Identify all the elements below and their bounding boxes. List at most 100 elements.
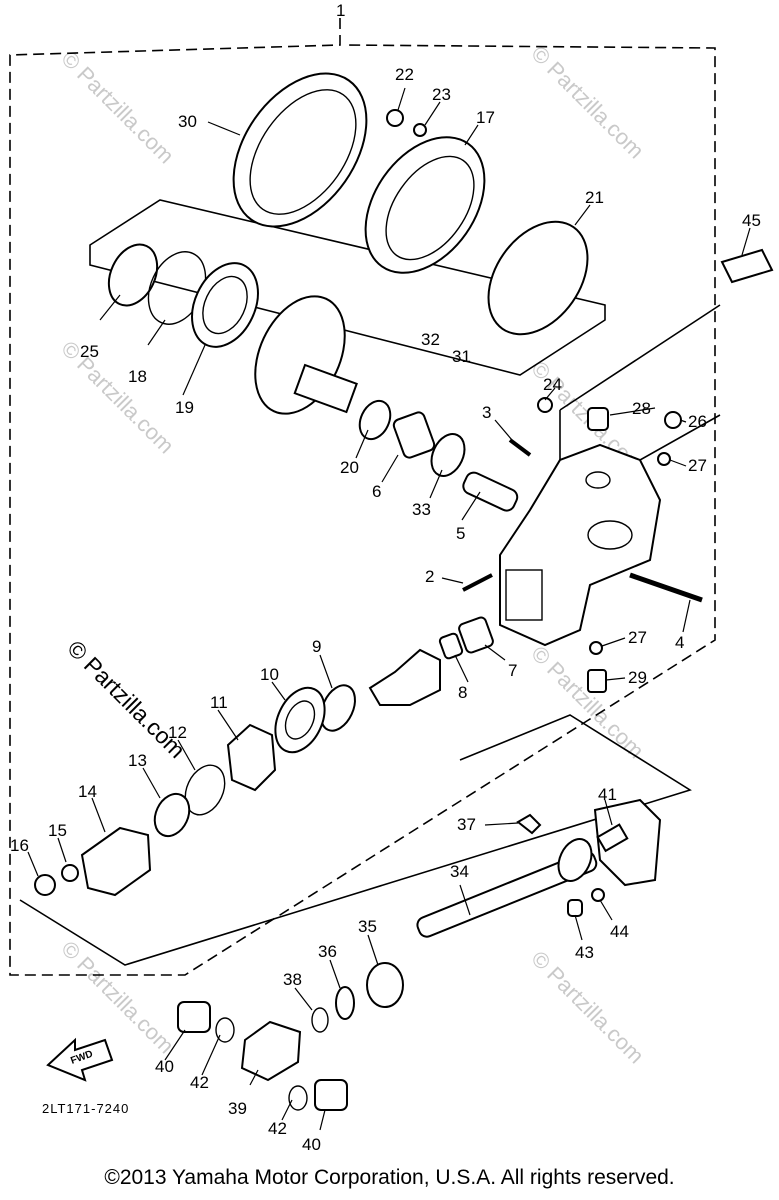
- part-7-bearing: [458, 616, 494, 654]
- shaft-spline: [557, 838, 593, 882]
- part-21-o-ring: [487, 220, 589, 336]
- part-28-cap: [587, 407, 609, 431]
- callout-44: 44: [610, 922, 629, 941]
- callout-37: 37: [457, 815, 476, 834]
- leader-lines: [27, 87, 751, 1131]
- callout-42b: 42: [268, 1119, 287, 1138]
- callout-43: 43: [575, 943, 594, 962]
- part-29-plug: [587, 669, 607, 693]
- callout-40a: 40: [155, 1057, 174, 1076]
- outer-dashed-frame: [9, 18, 716, 976]
- callout-2: 2: [425, 567, 434, 586]
- callout-31: 31: [452, 347, 471, 366]
- callout-21: 21: [585, 188, 604, 207]
- part-35-bearing: [366, 962, 404, 1008]
- part-42-clip-bottom: [288, 1085, 308, 1111]
- callout-36: 36: [318, 942, 337, 961]
- part-42-clip-top: [215, 1017, 235, 1043]
- callout-27a: 27: [688, 456, 707, 475]
- part-17-retainer: [364, 136, 486, 274]
- callout-24: 24: [543, 375, 562, 394]
- part-19-bearing: [191, 262, 259, 348]
- part-39-universal-joint: [240, 1020, 302, 1082]
- callout-28: 28: [632, 399, 651, 418]
- pinion-gear: [368, 648, 441, 706]
- callout-40b: 40: [302, 1135, 321, 1154]
- callout-45: 45: [742, 211, 761, 230]
- watermark: © Partzilla.com: [526, 641, 649, 764]
- callout-15: 15: [48, 821, 67, 840]
- callout-3: 3: [482, 403, 491, 422]
- fwd-arrow: FWD: [46, 1037, 114, 1082]
- part-27-washer-bottom: [589, 641, 603, 655]
- part-22-nut: [386, 109, 404, 127]
- callout-33: 33: [412, 500, 431, 519]
- part-40-cap-top: [177, 1001, 211, 1033]
- part-15-washer: [61, 864, 79, 882]
- callout-13: 13: [128, 751, 147, 770]
- callout-20: 20: [340, 458, 359, 477]
- part-24-bolt: [537, 397, 553, 413]
- watermark: © Partzilla.com: [56, 336, 179, 459]
- part-10-bearing: [274, 686, 326, 754]
- callout-26: 26: [688, 412, 707, 431]
- callout-8: 8: [458, 683, 467, 702]
- callout-30: 30: [178, 112, 197, 131]
- callout-18: 18: [128, 367, 147, 386]
- ring-gear: [254, 295, 358, 415]
- part-27-washer-top: [657, 452, 671, 466]
- callout-14: 14: [78, 782, 97, 801]
- callout-42a: 42: [190, 1073, 209, 1092]
- callout-19: 19: [175, 398, 194, 417]
- figure-code: 2LT171-7240: [42, 1101, 129, 1116]
- watermark: © Partzilla.com: [526, 946, 649, 1069]
- callout-5: 5: [456, 524, 465, 543]
- callout-32: 32: [421, 330, 440, 349]
- part-4-shaft: [629, 572, 703, 603]
- callout-16: 16: [10, 836, 29, 855]
- part-11-nut: [226, 723, 277, 792]
- callout-25: 25: [80, 342, 99, 361]
- pinion-group-frame: [19, 714, 692, 966]
- part-12-o-ring: [184, 764, 226, 816]
- callout-12: 12: [168, 723, 187, 742]
- part-8-bearing: [438, 632, 464, 660]
- watermark: © Partzilla.com: [526, 41, 649, 164]
- callout-38: 38: [283, 970, 302, 989]
- callout-41: 41: [598, 785, 617, 804]
- part-26-plug: [664, 411, 682, 429]
- part-30-oil-seal: [232, 72, 368, 228]
- callout-29: 29: [628, 668, 647, 687]
- callout-17: 17: [476, 108, 495, 127]
- callout-7: 7: [508, 661, 517, 680]
- part-2-stud: [462, 573, 493, 592]
- part-16-nut: [34, 874, 56, 896]
- callout-35: 35: [358, 917, 377, 936]
- watermark: © Partzilla.com: [56, 46, 179, 169]
- part-3-pin: [508, 438, 532, 457]
- callout-22: 22: [395, 65, 414, 84]
- callout-10: 10: [260, 665, 279, 684]
- callout-34: 34: [450, 862, 469, 881]
- part-45-label: [720, 248, 774, 284]
- upper-group-frame: [89, 199, 606, 376]
- callout-39: 39: [228, 1099, 247, 1118]
- callouts: 1 30 22 23 17 21 45 25 18 19 32 31 24 28…: [10, 1, 761, 1154]
- callout-27b: 27: [628, 628, 647, 647]
- part-40-cap-bottom: [314, 1079, 348, 1111]
- part-33-bearing: [430, 433, 466, 477]
- part-13-seal: [153, 792, 191, 838]
- copyright-notice: ©2013 Yamaha Motor Corporation, U.S.A. A…: [104, 1166, 675, 1189]
- callout-1: 1: [336, 1, 345, 20]
- part-44-washer: [591, 888, 605, 902]
- part-36-washer: [335, 986, 355, 1020]
- callout-4: 4: [675, 633, 684, 652]
- part-20-shim: [358, 399, 392, 441]
- callout-23: 23: [432, 85, 451, 104]
- part-34-shaft: [416, 850, 598, 938]
- part-25-seal: [107, 243, 159, 307]
- part-14-coupling: [80, 826, 152, 897]
- part-43-pin: [567, 899, 583, 917]
- part-37-clip: [516, 813, 542, 835]
- callout-9: 9: [312, 637, 321, 656]
